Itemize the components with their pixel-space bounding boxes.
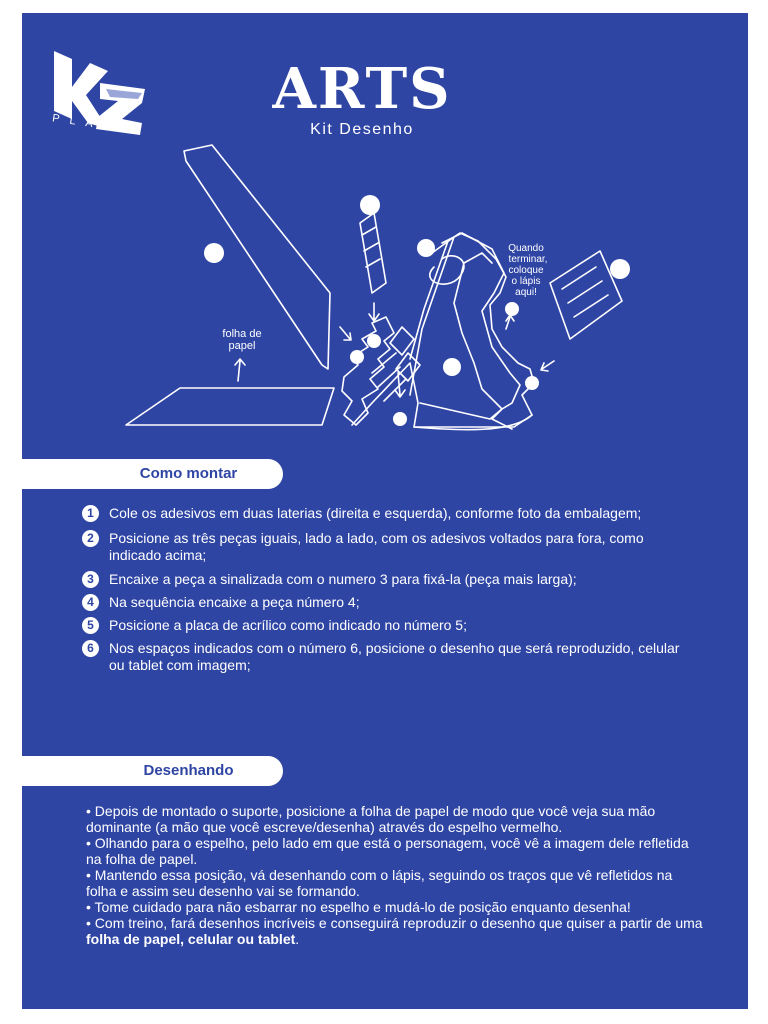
step-number: 6 <box>82 640 99 657</box>
label-1: 1 <box>448 360 455 375</box>
acrylic-plate <box>183 144 331 370</box>
step-item: 5 Posicione a placa de acrílico como ind… <box>82 617 692 634</box>
step-item: 6 Nos espaços indicados com o número 6, … <box>82 640 692 674</box>
pencil-note-line5: aqui! <box>515 287 537 298</box>
paper-note-line2: papel <box>229 340 256 352</box>
bullet-text: • Olhando para o espelho, pelo lado em q… <box>86 835 689 867</box>
bullet-text-start: • Com treino, fará desenhos incríveis e … <box>86 915 703 931</box>
bullet-text: • Tome cuidado para não esbarrar no espe… <box>86 899 631 915</box>
diagram-labels: 5 4 2 3 1 4 5 6 3 7 <box>204 195 630 426</box>
step-number: 4 <box>82 594 99 611</box>
step-item: 1 Cole os adesivos em duas laterias (dir… <box>82 505 692 522</box>
label-7: 7 <box>509 305 515 316</box>
piece-3 <box>549 250 623 340</box>
pencil-note-line2: terminar, <box>509 254 548 265</box>
page-title: ARTS <box>272 56 452 122</box>
bullet-text: • Mantendo essa posição, vá desenhando c… <box>86 867 673 899</box>
label-5-small: 5 <box>354 353 360 364</box>
step-item: 2 Posicione as três peças iguais, lado a… <box>82 530 692 564</box>
step-text: Cole os adesivos em duas laterias (direi… <box>109 505 642 521</box>
step-text: Encaixe a peça a sinalizada com o numero… <box>109 571 577 587</box>
label-6: 6 <box>397 415 403 426</box>
bullet-text-end: . <box>295 931 300 947</box>
step-item: 4 Na sequência encaixe a peça número 4; <box>82 594 692 611</box>
pencil-note-line4: o lápis <box>512 276 541 287</box>
section-header-como-montar: Como montar <box>22 459 283 489</box>
stand-base <box>351 232 535 428</box>
step-text: Posicione a placa de acrílico como indic… <box>109 617 467 633</box>
assembly-diagram: 5 4 2 3 1 4 5 6 3 7 folha de papel Quand… <box>125 144 630 431</box>
bullet-text-last: • Com treino, fará desenhos incríveis e … <box>86 915 706 947</box>
label-3-small: 3 <box>529 379 535 390</box>
pencil-note-line1: Quando <box>508 243 544 254</box>
bullet-text: • Depois de montado o suporte, posicione… <box>86 803 656 835</box>
assembly-steps: 1 Cole os adesivos em duas laterias (dir… <box>82 505 692 674</box>
instruction-page: PLAY ARTS Kit Desenho <box>22 13 748 1009</box>
kz-play-logo <box>54 51 145 135</box>
label-4-small: 4 <box>371 337 377 348</box>
step-number: 1 <box>82 505 99 522</box>
paper-sheet <box>125 387 335 426</box>
page-subtitle: Kit Desenho <box>310 121 414 138</box>
section-title: Como montar <box>139 465 238 482</box>
label-4: 4 <box>366 197 374 213</box>
piece-4 <box>359 212 387 294</box>
step-number: 5 <box>82 617 99 634</box>
paper-note-line1: folha de <box>222 328 261 340</box>
section-header-desenhando: Desenhando <box>22 756 283 786</box>
step-text: Posicione as três peças iguais, lado a l… <box>109 530 644 563</box>
step-text: Na sequência encaixe a peça número 4; <box>109 594 360 610</box>
label-5: 5 <box>210 245 218 261</box>
step-text: Nos espaços indicados com o número 6, po… <box>109 640 680 673</box>
slot-zigzag <box>341 316 395 426</box>
section-title: Desenhando <box>143 762 234 779</box>
bullet-text-bold: folha de papel, celular ou tablet <box>86 931 296 947</box>
label-2: 2 <box>422 241 429 256</box>
step-item: 3 Encaixe a peça a sinalizada com o nume… <box>82 571 692 588</box>
pencil-note-line3: coloque <box>508 265 543 276</box>
step-number: 3 <box>82 571 99 588</box>
drawing-instructions: • Depois de montado o suporte, posicione… <box>86 803 706 947</box>
step-number: 2 <box>82 530 99 547</box>
label-3: 3 <box>616 261 624 277</box>
